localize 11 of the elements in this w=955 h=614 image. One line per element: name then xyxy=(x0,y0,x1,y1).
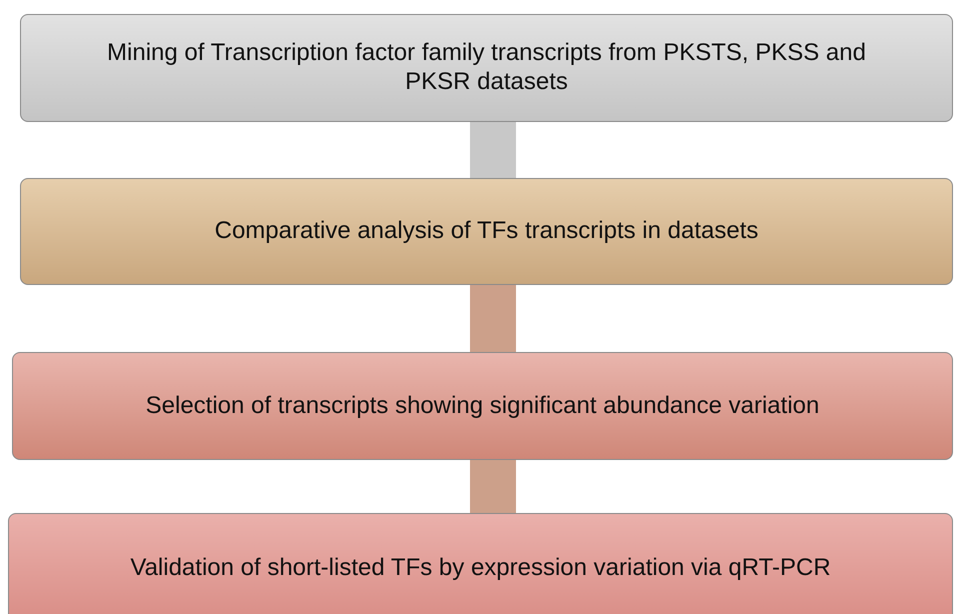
process-box xyxy=(12,352,953,460)
step-text: Mining of Transcription factor family transcripts from PKSTS, PKSS and PKSR datasets xyxy=(106,39,867,97)
connector-bar xyxy=(470,285,516,352)
step-text: Selection of transcripts showing significant abundance variation xyxy=(146,392,820,420)
connector-bar xyxy=(470,460,516,513)
step-text: Comparative analysis of TFs transcripts in datasets xyxy=(214,217,758,246)
connector-bar xyxy=(470,122,516,178)
process-box xyxy=(20,178,953,285)
process-box xyxy=(8,513,953,614)
step-text: Validation of short-listed TFs by expression variation via qRT-PCR xyxy=(130,554,831,582)
process-box xyxy=(20,14,953,122)
